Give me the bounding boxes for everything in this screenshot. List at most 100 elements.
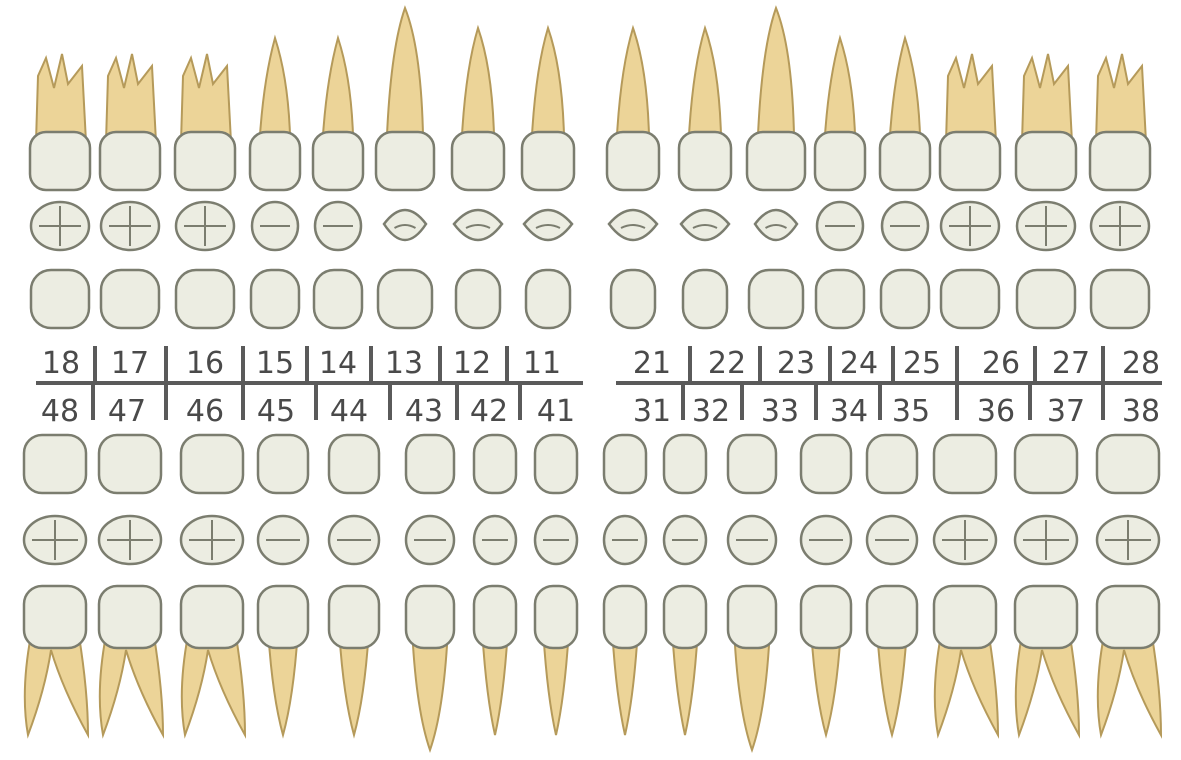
tooth-number-23: 23 (777, 346, 815, 381)
tooth-number-16: 16 (186, 346, 224, 381)
tooth-35-crown-buccal (867, 586, 917, 648)
tooth-47-crown-lingual (99, 435, 161, 493)
tooth-25-crown-lingual (881, 270, 929, 328)
tooth-26-crown-buccal (940, 132, 1000, 190)
upper-tooth-26 (940, 54, 1000, 328)
tooth-number-41: 41 (537, 394, 575, 429)
tooth-46-crown-buccal (181, 586, 243, 648)
tooth-37-crown-buccal (1015, 586, 1077, 648)
tooth-32-crown-buccal (664, 586, 706, 648)
tooth-26-crown-lingual (941, 270, 999, 328)
upper-tooth-23 (747, 8, 805, 328)
upper-tooth-21 (607, 28, 659, 328)
tooth-42-crown-lingual (474, 435, 516, 493)
tooth-number-18: 18 (42, 346, 80, 381)
tooth-18-crown-buccal (30, 132, 90, 190)
tooth-28-crown-lingual (1091, 270, 1149, 328)
lower-tooth-48 (24, 435, 88, 735)
tooth-number-28: 28 (1122, 346, 1160, 381)
tooth-33-crown-lingual (728, 435, 776, 493)
tooth-41-crown-lingual (535, 435, 577, 493)
tooth-23-crown-lingual (749, 270, 803, 328)
tooth-48-crown-lingual (24, 435, 86, 493)
lower-left-quadrant-numbers: 31 32 33 34 35 36 37 38 (633, 394, 1160, 429)
tooth-number-38: 38 (1122, 394, 1160, 429)
upper-right-quadrant-numbers: 18 17 16 15 14 13 12 11 (42, 346, 561, 381)
tooth-number-43: 43 (405, 394, 443, 429)
tooth-48-crown-buccal (24, 586, 86, 648)
tooth-number-12: 12 (453, 346, 491, 381)
tooth-27-crown-buccal (1016, 132, 1076, 190)
tooth-number-34: 34 (830, 394, 868, 429)
tooth-21-crown-buccal (607, 132, 659, 190)
tooth-37-crown-lingual (1015, 435, 1077, 493)
tooth-number-22: 22 (708, 346, 746, 381)
lower-tooth-38 (1097, 435, 1161, 735)
tooth-42-crown-buccal (474, 586, 516, 648)
upper-tooth-27 (1016, 54, 1076, 328)
tooth-number-26: 26 (982, 346, 1020, 381)
upper-tooth-14 (313, 38, 363, 328)
tooth-28-crown-buccal (1090, 132, 1150, 190)
tooth-number-25: 25 (903, 346, 941, 381)
lower-tooth-36 (934, 435, 998, 735)
tooth-43-crown-buccal (406, 586, 454, 648)
upper-tooth-28 (1090, 54, 1150, 328)
tooth-21-root (617, 28, 649, 135)
upper-tooth-16 (175, 54, 235, 328)
tooth-number-33: 33 (761, 394, 799, 429)
lower-tooth-33 (728, 435, 776, 750)
tooth-34-crown-buccal (801, 586, 851, 648)
lower-tooth-31 (604, 435, 646, 735)
tooth-16-root (181, 54, 231, 142)
tooth-38-crown-lingual (1097, 435, 1159, 493)
tooth-number-15: 15 (256, 346, 294, 381)
upper-tooth-18 (30, 54, 90, 328)
tooth-number-31: 31 (633, 394, 671, 429)
upper-tooth-22 (679, 28, 731, 328)
lower-tooth-46 (181, 435, 245, 735)
upper-tooth-15 (250, 38, 300, 328)
tooth-36-crown-lingual (934, 435, 996, 493)
tooth-15-crown-buccal (250, 132, 300, 190)
tooth-17-root (106, 54, 156, 142)
upper-tooth-13 (376, 8, 434, 328)
tooth-number-48: 48 (41, 394, 79, 429)
tooth-36-crown-buccal (934, 586, 996, 648)
tooth-21-crown-lingual (611, 270, 655, 328)
tooth-25-crown-buccal (880, 132, 930, 190)
tooth-number-24: 24 (840, 346, 878, 381)
tooth-number-13: 13 (385, 346, 423, 381)
tooth-33-crown-buccal (728, 586, 776, 648)
tooth-number-44: 44 (330, 394, 368, 429)
tooth-13-crown-buccal (376, 132, 434, 190)
lower-tooth-34 (801, 435, 851, 735)
tooth-15-crown-lingual (251, 270, 299, 328)
tooth-32-crown-lingual (664, 435, 706, 493)
tooth-11-crown-lingual (526, 270, 570, 328)
tooth-43-crown-lingual (406, 435, 454, 493)
tooth-41-crown-buccal (535, 586, 577, 648)
tooth-12-crown-buccal (452, 132, 504, 190)
tooth-24-root (825, 38, 855, 135)
tooth-44-crown-lingual (329, 435, 379, 493)
tooth-number-45: 45 (257, 394, 295, 429)
tooth-28-root (1096, 54, 1146, 142)
tooth-12-root (462, 28, 494, 135)
tooth-13-crown-lingual (378, 270, 432, 328)
lower-tooth-43 (406, 435, 454, 750)
tooth-number-11: 11 (523, 346, 561, 381)
tooth-11-root (532, 28, 564, 135)
lower-right-quadrant-numbers: 48 47 46 45 44 43 42 41 (41, 394, 575, 429)
tooth-44-crown-buccal (329, 586, 379, 648)
tooth-number-32: 32 (692, 394, 730, 429)
tooth-27-root (1022, 54, 1072, 142)
lower-tooth-35 (867, 435, 917, 735)
tooth-18-root (36, 54, 86, 142)
tooth-23-root (758, 8, 794, 135)
tooth-14-crown-buccal (313, 132, 363, 190)
tooth-45-crown-buccal (258, 586, 308, 648)
upper-tooth-12 (452, 28, 504, 328)
lower-tooth-41 (535, 435, 577, 735)
